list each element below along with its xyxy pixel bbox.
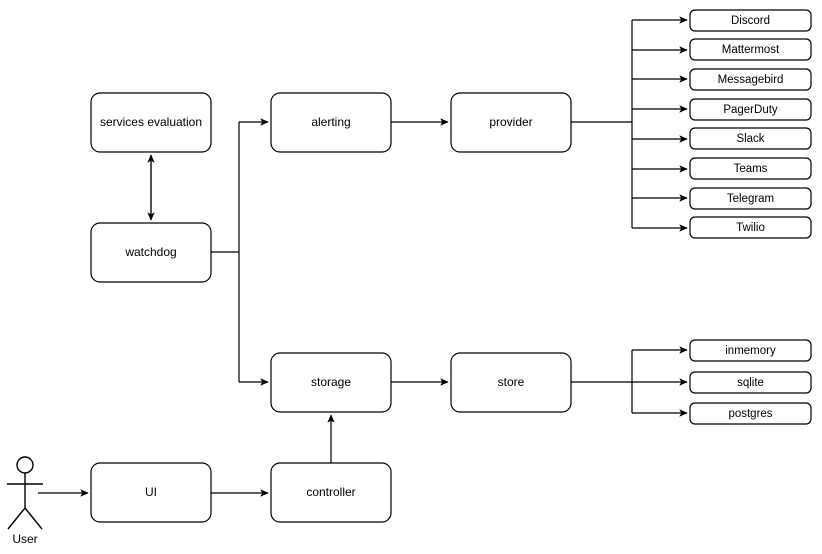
node-store-postgres-label: postgres	[728, 408, 772, 420]
actor-leg-right-icon	[24, 507, 43, 530]
node-provider-twilio[interactable]: Twilio	[689, 216, 812, 239]
node-provider-slack-box	[689, 127, 812, 150]
node-provider-pagerduty-box	[689, 98, 812, 121]
node-provider-teams[interactable]: Teams	[689, 157, 812, 180]
node-controller-label: controller	[306, 485, 355, 499]
node-store-label: store	[498, 375, 525, 389]
actor-leg-left-icon	[7, 507, 26, 530]
node-ui[interactable]: UI	[90, 462, 212, 523]
node-provider-twilio-label: Twilio	[736, 222, 765, 234]
node-provider-pagerduty[interactable]: PagerDuty	[689, 98, 812, 121]
node-provider-mattermost-label: Mattermost	[722, 44, 780, 56]
node-services-evaluation-box	[90, 92, 212, 153]
node-provider-box	[450, 92, 572, 153]
node-provider-slack[interactable]: Slack	[689, 127, 812, 150]
node-store-postgres[interactable]: postgres	[689, 402, 812, 425]
node-storage-box	[270, 352, 392, 413]
node-provider-twilio-box	[689, 216, 812, 239]
node-watchdog-label: watchdog	[124, 245, 176, 259]
node-store-inmemory-box	[689, 339, 812, 362]
actor-head-icon	[16, 456, 34, 474]
node-storage-label: storage	[311, 375, 351, 389]
node-provider-teams-label: Teams	[734, 163, 768, 175]
node-provider-slack-label: Slack	[736, 133, 764, 145]
node-store-sqlite-box	[689, 371, 812, 394]
node-provider-messagebird-box	[689, 68, 812, 91]
node-watchdog[interactable]: watchdog	[90, 222, 212, 283]
node-provider-label: provider	[489, 115, 532, 129]
node-store-inmemory[interactable]: inmemory	[689, 339, 812, 362]
node-provider-pagerduty-label: PagerDuty	[723, 104, 778, 116]
node-provider-discord[interactable]: Discord	[689, 9, 812, 32]
node-alerting-label: alerting	[311, 115, 350, 129]
node-ui-box	[90, 462, 212, 523]
node-store[interactable]: store	[450, 352, 572, 413]
node-provider-messagebird[interactable]: Messagebird	[689, 68, 812, 91]
store-leaf-list: inmemory sqlite postgres	[689, 339, 812, 425]
node-ui-label: UI	[145, 485, 157, 499]
node-store-box	[450, 352, 572, 413]
node-controller-box	[270, 462, 392, 523]
provider-leaf-list: Discord Mattermost Messagebird PagerDuty…	[689, 9, 812, 239]
edge-layer	[38, 16, 688, 497]
node-store-postgres-box	[689, 402, 812, 425]
actor-user[interactable]: User	[7, 456, 43, 546]
actor-user-label: User	[12, 532, 37, 546]
node-store-sqlite-label: sqlite	[737, 377, 764, 389]
node-store-sqlite[interactable]: sqlite	[689, 371, 812, 394]
node-alerting[interactable]: alerting	[270, 92, 392, 153]
node-store-inmemory-label: inmemory	[725, 345, 776, 357]
node-provider-teams-box	[689, 157, 812, 180]
node-controller[interactable]: controller	[270, 462, 392, 523]
node-provider[interactable]: provider	[450, 92, 572, 153]
node-provider-mattermost[interactable]: Mattermost	[689, 38, 812, 61]
node-provider-discord-box	[689, 9, 812, 32]
node-watchdog-box	[90, 222, 212, 283]
node-provider-telegram[interactable]: Telegram	[689, 187, 812, 210]
node-provider-telegram-label: Telegram	[727, 193, 774, 205]
node-provider-discord-label: Discord	[731, 15, 770, 27]
node-services-evaluation-label: services evaluation	[100, 115, 202, 129]
node-alerting-box	[270, 92, 392, 153]
node-provider-mattermost-box	[689, 38, 812, 61]
node-provider-telegram-box	[689, 187, 812, 210]
node-provider-messagebird-label: Messagebird	[718, 74, 784, 86]
node-services-evaluation[interactable]: services evaluation	[90, 92, 212, 153]
node-storage[interactable]: storage	[270, 352, 392, 413]
